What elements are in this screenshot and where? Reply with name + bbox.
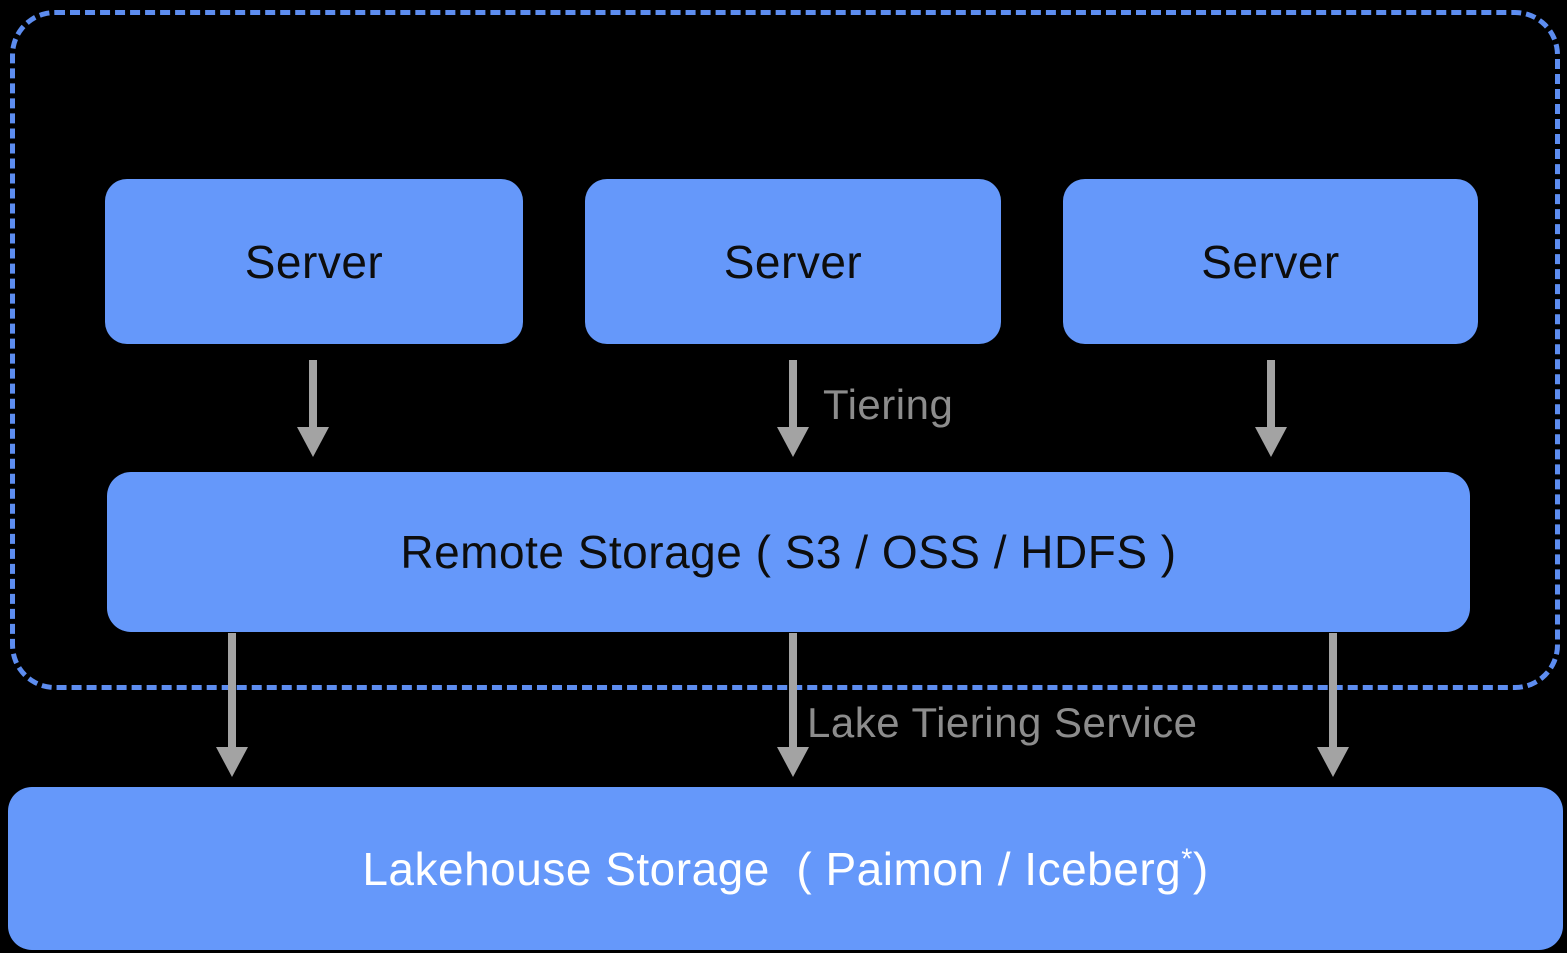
lakehouse-storage-box: Lakehouse Storage ( Paimon / Iceberg*) (8, 787, 1563, 950)
arrow-server2-to-remote-storage (777, 360, 809, 457)
arrow-head (1255, 427, 1287, 457)
lakehouse-storage-box-label: Lakehouse Storage ( Paimon / Iceberg*) (362, 842, 1208, 896)
arrow-head (297, 427, 329, 457)
lake-tiering-service-label: Lake Tiering Service (807, 699, 1198, 746)
lakehouse-label-close: ) (1192, 842, 1209, 895)
arrow-head (216, 747, 248, 777)
arrow-shaft (228, 633, 236, 747)
arrow-server1-to-remote-storage (297, 360, 329, 457)
arrow-remote-storage-to-lakehouse-left (216, 633, 248, 777)
arrow-head (777, 747, 809, 777)
cluster-dashed-boundary (10, 10, 1560, 690)
server-box-1: Server (105, 179, 523, 344)
server-box-2: Server (585, 179, 1001, 344)
server-box-2-label: Server (723, 235, 863, 288)
server-box-3-label: Server (1201, 235, 1340, 288)
arrow-remote-storage-to-lakehouse-middle (777, 633, 809, 777)
arrow-server3-to-remote-storage (1255, 360, 1287, 457)
arrow-head (1317, 747, 1349, 777)
arrow-shaft (309, 360, 317, 427)
arrow-remote-storage-to-lakehouse-right (1317, 633, 1349, 777)
remote-storage-box-label: Remote Storage ( S3 / OSS / HDFS ) (400, 526, 1177, 578)
tiering-label: Tiering (823, 381, 954, 428)
arrow-shaft (1267, 360, 1275, 427)
remote-storage-box: Remote Storage ( S3 / OSS / HDFS ) (107, 472, 1470, 632)
server-box-1-label: Server (244, 235, 384, 288)
lakehouse-label-superscript: * (1181, 843, 1193, 876)
arrow-shaft (789, 633, 797, 747)
arrow-head (777, 427, 809, 457)
server-box-3: Server (1063, 179, 1478, 344)
arrow-shaft (789, 360, 797, 427)
lakehouse-label-main: Lakehouse Storage ( Paimon / Iceberg (362, 842, 1182, 895)
arrow-shaft (1329, 633, 1337, 747)
